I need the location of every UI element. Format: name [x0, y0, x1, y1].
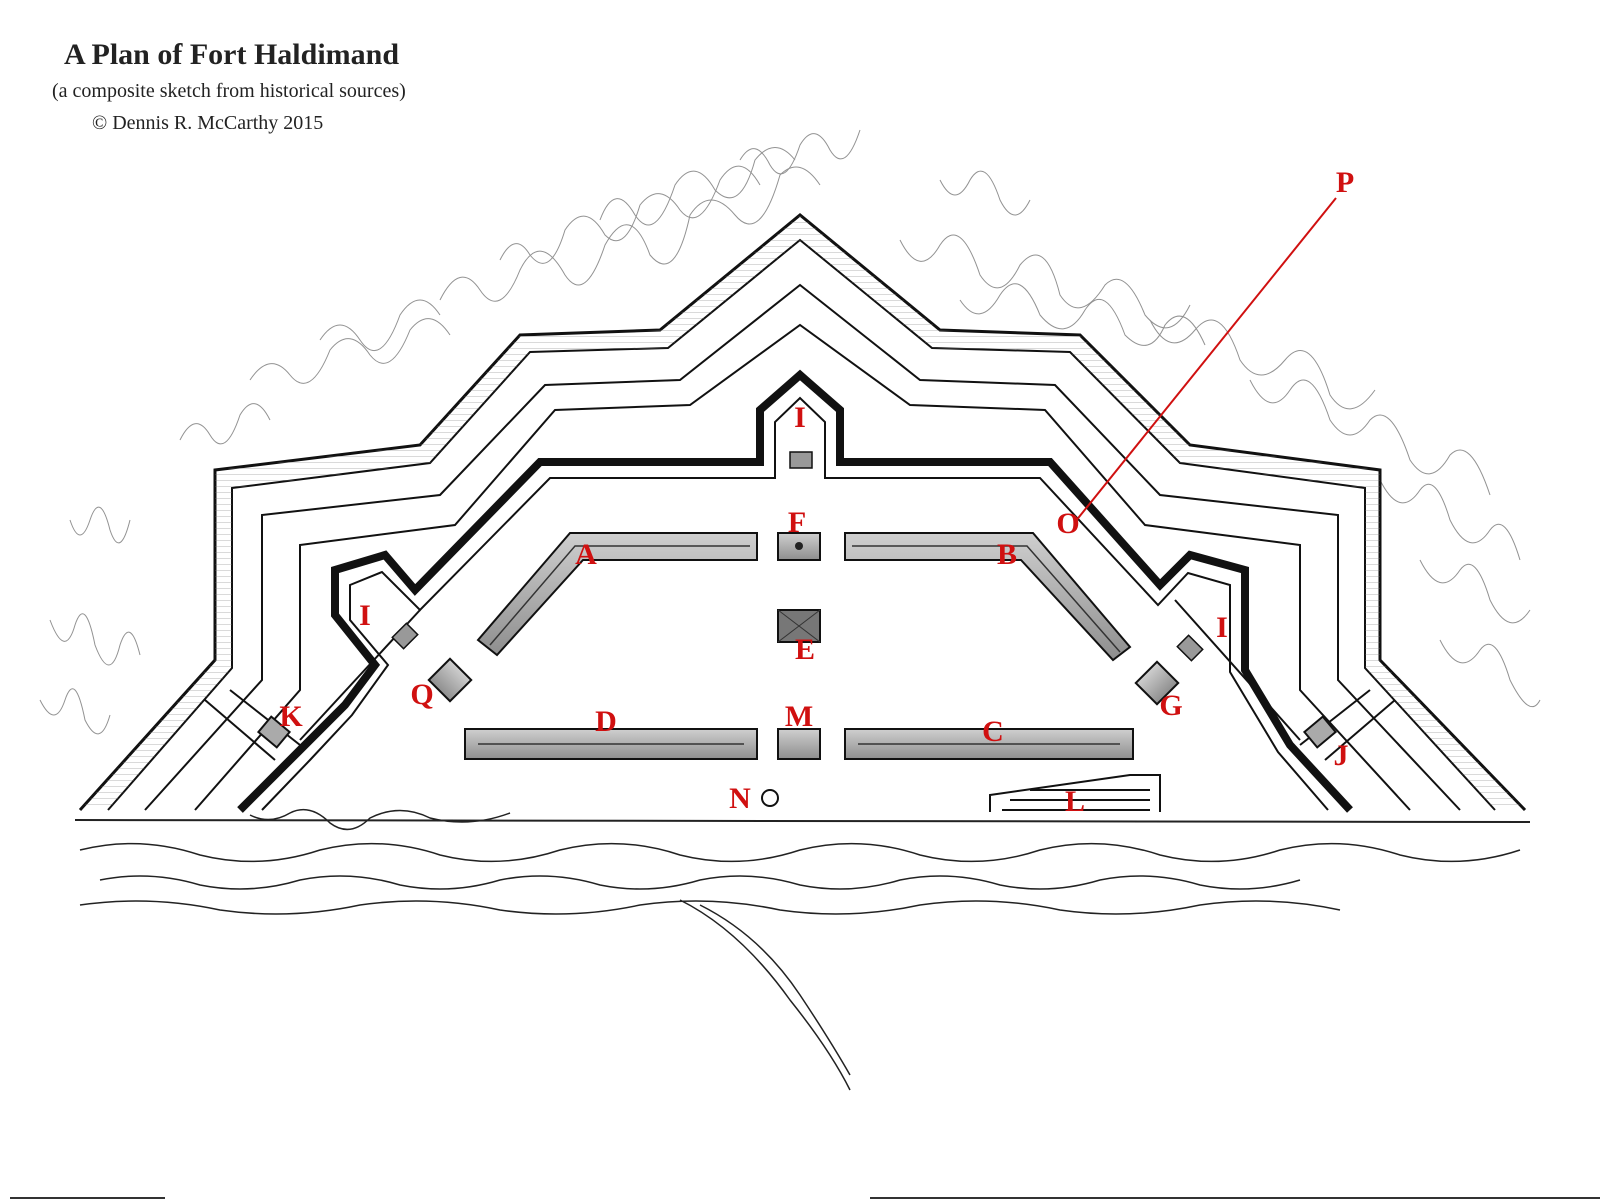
building-q — [427, 657, 473, 703]
building-g — [1134, 660, 1180, 706]
map-title: A Plan of Fort Haldimand — [64, 38, 400, 71]
outer-rampart — [78, 213, 1527, 812]
building-m — [777, 728, 821, 760]
label-d: D — [595, 705, 617, 738]
building-e — [777, 609, 821, 643]
gate-j-passage — [1299, 689, 1396, 761]
sentry-box-left — [391, 622, 419, 650]
label-c: C — [982, 715, 1004, 748]
label-n: N — [729, 782, 751, 815]
label-g: G — [1159, 689, 1182, 722]
vegetation-scribble — [39, 129, 1541, 735]
label-i-top: I — [794, 401, 806, 434]
building-b — [844, 532, 1132, 662]
label-o: O — [1056, 507, 1079, 540]
label-i-right: I — [1216, 611, 1228, 644]
leader-line-p-o — [1074, 197, 1337, 523]
gate-k-passage — [204, 689, 301, 761]
shoreline — [74, 808, 1531, 1091]
label-q: Q — [410, 678, 433, 711]
label-k: K — [279, 700, 303, 733]
label-p: P — [1336, 166, 1354, 199]
label-i-left: I — [359, 599, 371, 632]
building-d — [464, 728, 758, 760]
label-b: B — [997, 538, 1017, 571]
building-c — [844, 728, 1134, 760]
label-j: J — [1334, 739, 1349, 772]
well-n — [761, 789, 779, 807]
label-l: L — [1065, 785, 1085, 818]
building-a — [476, 532, 758, 657]
building-f — [777, 532, 821, 561]
label-m: M — [785, 700, 813, 733]
map-credit: © Dennis R. McCarthy 2015 — [92, 112, 324, 134]
label-a: A — [575, 538, 597, 571]
sentry-box-top — [789, 451, 813, 469]
label-f: F — [788, 506, 806, 539]
wharf-l — [989, 774, 1161, 812]
sentry-box-right — [1176, 634, 1204, 662]
map-labels: I F O P A B I I E Q G K D M C J N L — [279, 166, 1354, 818]
label-e: E — [795, 633, 815, 666]
map-subtitle: (a composite sketch from historical sour… — [52, 80, 406, 102]
